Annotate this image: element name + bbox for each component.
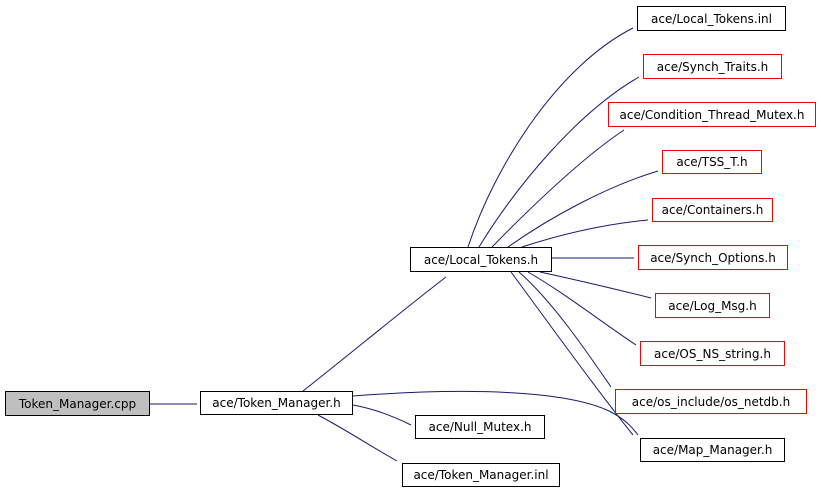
- node-token-manager-h[interactable]: ace/Token_Manager.h: [200, 391, 353, 415]
- edge-local_tokens_h-to-os_netdb_h: [518, 271, 612, 388]
- node-label: ace/os_include/os_netdb.h: [631, 394, 791, 409]
- edge-local_tokens_h-to-log_msg_h: [539, 271, 652, 299]
- edge-token_manager_h-to-null_mutex_h: [352, 404, 412, 426]
- node-label: ace/Containers.h: [661, 203, 764, 217]
- edge-local_tokens_h-to-condition_thread_mutex_h: [491, 129, 625, 248]
- edge-token_manager_h-to-local_tokens_h: [302, 276, 447, 392]
- node-label: ace/Token_Manager.h: [212, 396, 341, 410]
- node-containers-h[interactable]: ace/Containers.h: [652, 198, 773, 222]
- node-label: ace/Log_Msg.h: [668, 298, 757, 313]
- node-tss-t-h[interactable]: ace/TSS_T.h: [662, 150, 762, 174]
- node-condition-thread-mutex-h[interactable]: ace/Condition_Thread_Mutex.h: [608, 102, 816, 127]
- edge-local_tokens_h-to-tss_t_h: [507, 170, 659, 248]
- node-label: Token_Manager.cpp: [18, 396, 137, 411]
- node-label: ace/Null_Mutex.h: [428, 420, 532, 434]
- node-null-mutex-h[interactable]: ace/Null_Mutex.h: [415, 415, 545, 439]
- node-log-msg-h[interactable]: ace/Log_Msg.h: [655, 293, 770, 318]
- node-local-tokens-h[interactable]: ace/Local_Tokens.h: [410, 247, 552, 272]
- edge-local_tokens_h-to-os_ns_string_h: [527, 271, 637, 346]
- node-map-manager-h[interactable]: ace/Map_Manager.h: [640, 438, 785, 462]
- node-label: ace/Token_Manager.inl: [413, 468, 549, 482]
- node-label: ace/Condition_Thread_Mutex.h: [619, 107, 805, 122]
- node-local-tokens-inl[interactable]: ace/Local_Tokens.inl: [637, 6, 786, 31]
- node-label: ace/Local_Tokens.h: [423, 252, 539, 267]
- node-label: ace/TSS_T.h: [676, 155, 748, 169]
- edge-token_manager_h-to-token_manager_inl: [317, 414, 398, 462]
- node-token-manager-inl[interactable]: ace/Token_Manager.inl: [402, 463, 560, 487]
- node-label: ace/OS_NS_string.h: [654, 346, 771, 361]
- node-os-netdb-h[interactable]: ace/os_include/os_netdb.h: [615, 389, 807, 414]
- node-label: ace/Local_Tokens.inl: [651, 11, 772, 26]
- node-synch-options-h[interactable]: ace/Synch_Options.h: [638, 245, 788, 270]
- node-label: ace/Map_Manager.h: [652, 443, 773, 457]
- node-label: ace/Synch_Traits.h: [656, 59, 769, 74]
- edge-local_tokens_h-to-containers_h: [521, 219, 649, 248]
- node-synch-traits-h[interactable]: ace/Synch_Traits.h: [643, 54, 782, 79]
- node-label: ace/Synch_Options.h: [650, 250, 776, 265]
- node-os-ns-string-h[interactable]: ace/OS_NS_string.h: [640, 341, 785, 366]
- node-token-manager-cpp[interactable]: Token_Manager.cpp: [5, 391, 150, 416]
- edge-local_tokens_h-to-local_tokens_inl: [467, 27, 634, 248]
